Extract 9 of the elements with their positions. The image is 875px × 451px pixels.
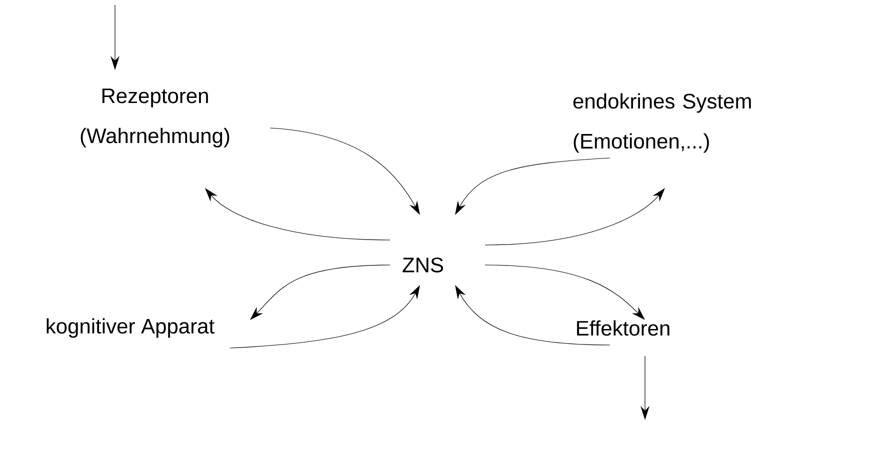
arrow xyxy=(484,188,665,246)
text-label: Effektoren xyxy=(577,320,670,336)
text-label: ZNS xyxy=(402,258,444,272)
arrow xyxy=(484,264,645,320)
arrow xyxy=(205,188,390,240)
text-label: kognitiver Apparat xyxy=(46,318,214,338)
text-label: endokrines System (Emotionen,...) xyxy=(573,93,751,153)
text-label: Rezeptoren (Wahrnehmung) xyxy=(80,88,230,148)
arrow xyxy=(250,264,390,320)
